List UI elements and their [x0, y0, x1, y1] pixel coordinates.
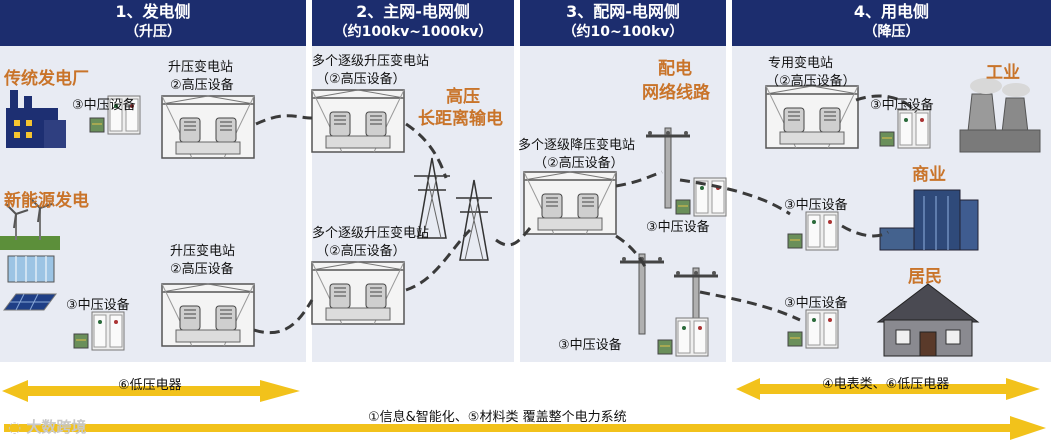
hydro-dam-icon	[7, 255, 55, 283]
watermark-logo: ◌ 大数跨境	[8, 418, 87, 436]
residential-label: 居民	[908, 267, 942, 287]
renewable-label: 新能源发电	[4, 191, 89, 211]
panel-title: 3、配网-电网侧	[566, 2, 680, 21]
panel-subtitle: （约100kv~1000kv）	[333, 24, 493, 40]
hv-label: 高压	[446, 87, 480, 107]
distribution-label: 配电	[658, 59, 692, 79]
distribution-lines-label: 网络线路	[642, 83, 710, 103]
station-equip-label: ②高压设备	[170, 78, 234, 93]
mv-equipment-label: ③中压设备	[72, 98, 136, 113]
mv-equipment-label: ③中压设备	[784, 198, 848, 213]
factory-icon	[6, 90, 66, 148]
station-label: 专用变电站	[768, 56, 834, 71]
mv-equipment-label: ③中压设备	[784, 296, 848, 311]
system-coverage-label: ①信息&智能化、⑤材料类 覆盖整个电力系统	[368, 410, 627, 425]
panel-title: 2、主网-电网侧	[356, 2, 470, 21]
mv-equipment-label: ③中压设备	[66, 298, 130, 313]
panel-subtitle: （降压）	[863, 24, 920, 40]
mv-cabinet-icon	[787, 309, 839, 349]
office-building-icon	[879, 189, 979, 251]
substation-icon	[161, 283, 255, 347]
panel-header-generation: 1、发电侧 （升压）	[0, 0, 306, 46]
arrow-full-system	[4, 416, 1046, 440]
station-label: 多个逐级升压变电站	[312, 226, 430, 241]
substation-icon	[523, 171, 617, 235]
station-equip-label: ②高压设备	[170, 262, 234, 277]
panel-header-distribution: 3、配网-电网侧 （约10~100kv）	[520, 0, 726, 46]
substation-icon	[311, 261, 405, 325]
commerce-label: 商业	[912, 165, 946, 185]
substation-icon	[161, 95, 255, 159]
panel-subtitle: （升压）	[125, 24, 181, 40]
substation-icon	[765, 85, 859, 149]
panel-title: 1、发电侧	[115, 2, 191, 21]
power-lines	[253, 94, 918, 335]
power-plant-icon	[959, 78, 1041, 153]
utility-pole-icon	[618, 252, 666, 336]
panel-generation: 1、发电侧 （升压）	[0, 0, 306, 362]
panel-consumption: 4、用电侧 （降压）	[732, 0, 1051, 362]
panel-header-consumption: 4、用电侧 （降压）	[732, 0, 1051, 46]
station-equip-label: （②高压设备）	[766, 74, 856, 89]
mv-equipment-label: ③中压设备	[558, 338, 622, 353]
industry-label: 工业	[986, 63, 1020, 83]
panel-header-main-grid: 2、主网-电网侧 （约100kv~1000kv）	[312, 0, 514, 46]
low-voltage-label: ⑥低压电器	[118, 378, 182, 393]
arrow-low-voltage-left	[2, 380, 300, 402]
watermark-text: 大数跨境	[26, 418, 87, 436]
station-equip-label: （②高压设备）	[316, 244, 406, 259]
substation-icon	[311, 89, 405, 153]
mv-cabinet-icon	[657, 317, 709, 357]
mv-cabinet-icon	[879, 109, 931, 149]
station-label: 多个逐级降压变电站	[518, 138, 636, 153]
panel-subtitle: （约10~100kv）	[562, 24, 684, 40]
station-equip-label: （②高压设备）	[534, 156, 624, 171]
mv-equipment-label: ③中压设备	[870, 98, 934, 113]
house-icon	[876, 283, 980, 357]
utility-pole-icon	[644, 126, 692, 210]
station-equip-label: （②高压设备）	[316, 72, 406, 87]
wind-turbine-icon	[0, 197, 60, 250]
traditional-plant-label: 传统发电厂	[4, 69, 89, 89]
mv-cabinet-icon	[73, 311, 125, 351]
panel-title: 4、用电侧	[853, 2, 930, 21]
station-label: 多个逐级升压变电站	[312, 54, 430, 69]
mv-cabinet-icon	[787, 211, 839, 251]
meters-label: ④电表类、⑥低压电器	[822, 377, 950, 392]
transmission-tower-icon	[455, 179, 493, 261]
mv-equipment-label: ③中压设备	[646, 220, 710, 235]
arrow-meters-right	[736, 378, 1040, 400]
solar-panel-icon	[3, 293, 57, 311]
long-distance-label: 长距离输电	[418, 109, 503, 129]
station-label: 升压变电站	[168, 60, 234, 75]
station-label: 升压变电站	[170, 244, 236, 259]
panel-distribution: 3、配网-电网侧 （约10~100kv）	[520, 0, 726, 362]
